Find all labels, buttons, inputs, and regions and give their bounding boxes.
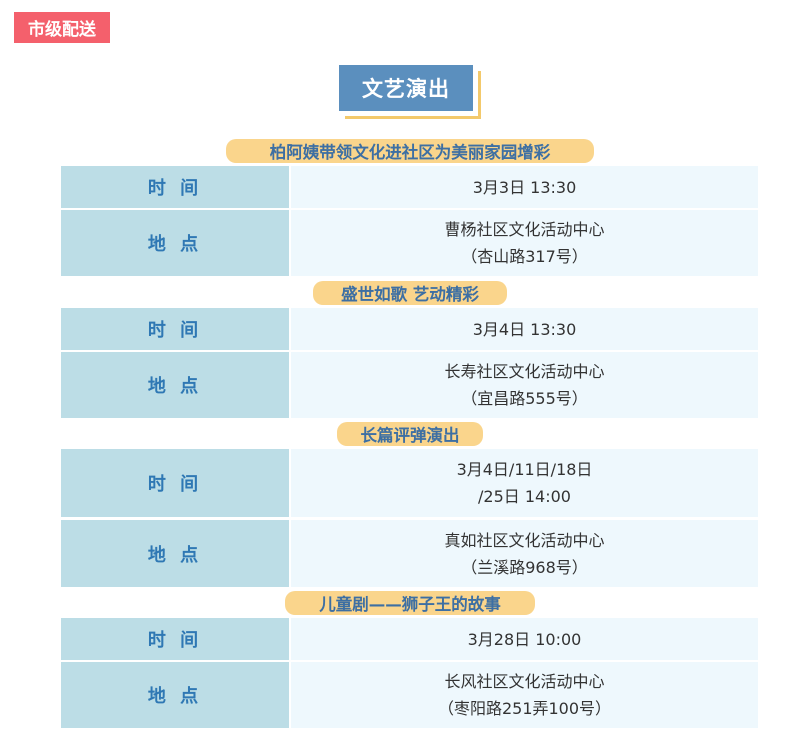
time-label: 时 间 xyxy=(61,166,289,208)
place-row: 地 点 长寿社区文化活动中心 （宜昌路555号） xyxy=(61,352,758,418)
place-name: 曹杨社区文化活动中心 xyxy=(444,220,605,239)
event-title: 柏阿姨带领文化进社区为美丽家园增彩 xyxy=(226,139,594,163)
place-row: 地 点 长风社区文化活动中心 （枣阳路251弄100号） xyxy=(61,662,758,728)
title-frame xyxy=(345,71,481,119)
time-value: 3月28日 10:00 xyxy=(291,618,758,660)
place-address: （枣阳路251弄100号） xyxy=(437,699,612,718)
place-address: （兰溪路968号） xyxy=(461,557,588,577)
place-address: （宜昌路555号） xyxy=(461,389,588,408)
category-tag: 市级配送 xyxy=(14,12,110,43)
time-line: 3月4日/11日/18日 xyxy=(456,460,593,479)
time-value: 3月3日 13:30 xyxy=(291,166,758,208)
time-line: /25日 14:00 xyxy=(478,487,571,506)
event-title: 长篇评弹演出 xyxy=(337,422,483,446)
time-value: 3月4日 13:30 xyxy=(291,308,758,350)
place-label: 地 点 xyxy=(61,520,289,587)
time-line: 3月4日 13:30 xyxy=(472,319,577,339)
event-title: 儿童剧——狮子王的故事 xyxy=(285,591,535,615)
place-address: （杏山路317号） xyxy=(461,247,588,266)
place-value: 长风社区文化活动中心 （枣阳路251弄100号） xyxy=(291,662,758,728)
time-value: 3月4日/11日/18日 /25日 14:00 xyxy=(291,449,758,517)
event-title: 盛世如歌 艺动精彩 xyxy=(313,281,507,305)
place-value: 长寿社区文化活动中心 （宜昌路555号） xyxy=(291,352,758,418)
section-title-text: 文艺演出 xyxy=(339,65,473,111)
place-label: 地 点 xyxy=(61,352,289,418)
time-label: 时 间 xyxy=(61,449,289,517)
time-row: 时 间 3月4日/11日/18日 /25日 14:00 xyxy=(61,449,758,517)
time-line: 3月28日 10:00 xyxy=(467,629,582,649)
place-value: 曹杨社区文化活动中心 （杏山路317号） xyxy=(291,210,758,276)
place-name: 真如社区文化活动中心 xyxy=(444,530,605,550)
place-name: 长风社区文化活动中心 xyxy=(444,672,605,691)
place-name: 长寿社区文化活动中心 xyxy=(444,362,605,381)
section-title: 文艺演出 xyxy=(339,65,481,121)
place-row: 地 点 真如社区文化活动中心 （兰溪路968号） xyxy=(61,520,758,587)
place-label: 地 点 xyxy=(61,210,289,276)
place-label: 地 点 xyxy=(61,662,289,728)
time-row: 时 间 3月28日 10:00 xyxy=(61,618,758,660)
time-row: 时 间 3月4日 13:30 xyxy=(61,308,758,350)
time-label: 时 间 xyxy=(61,618,289,660)
time-label: 时 间 xyxy=(61,308,289,350)
time-row: 时 间 3月3日 13:30 xyxy=(61,166,758,208)
place-value: 真如社区文化活动中心 （兰溪路968号） xyxy=(291,520,758,587)
place-row: 地 点 曹杨社区文化活动中心 （杏山路317号） xyxy=(61,210,758,276)
time-line: 3月3日 13:30 xyxy=(472,177,577,197)
